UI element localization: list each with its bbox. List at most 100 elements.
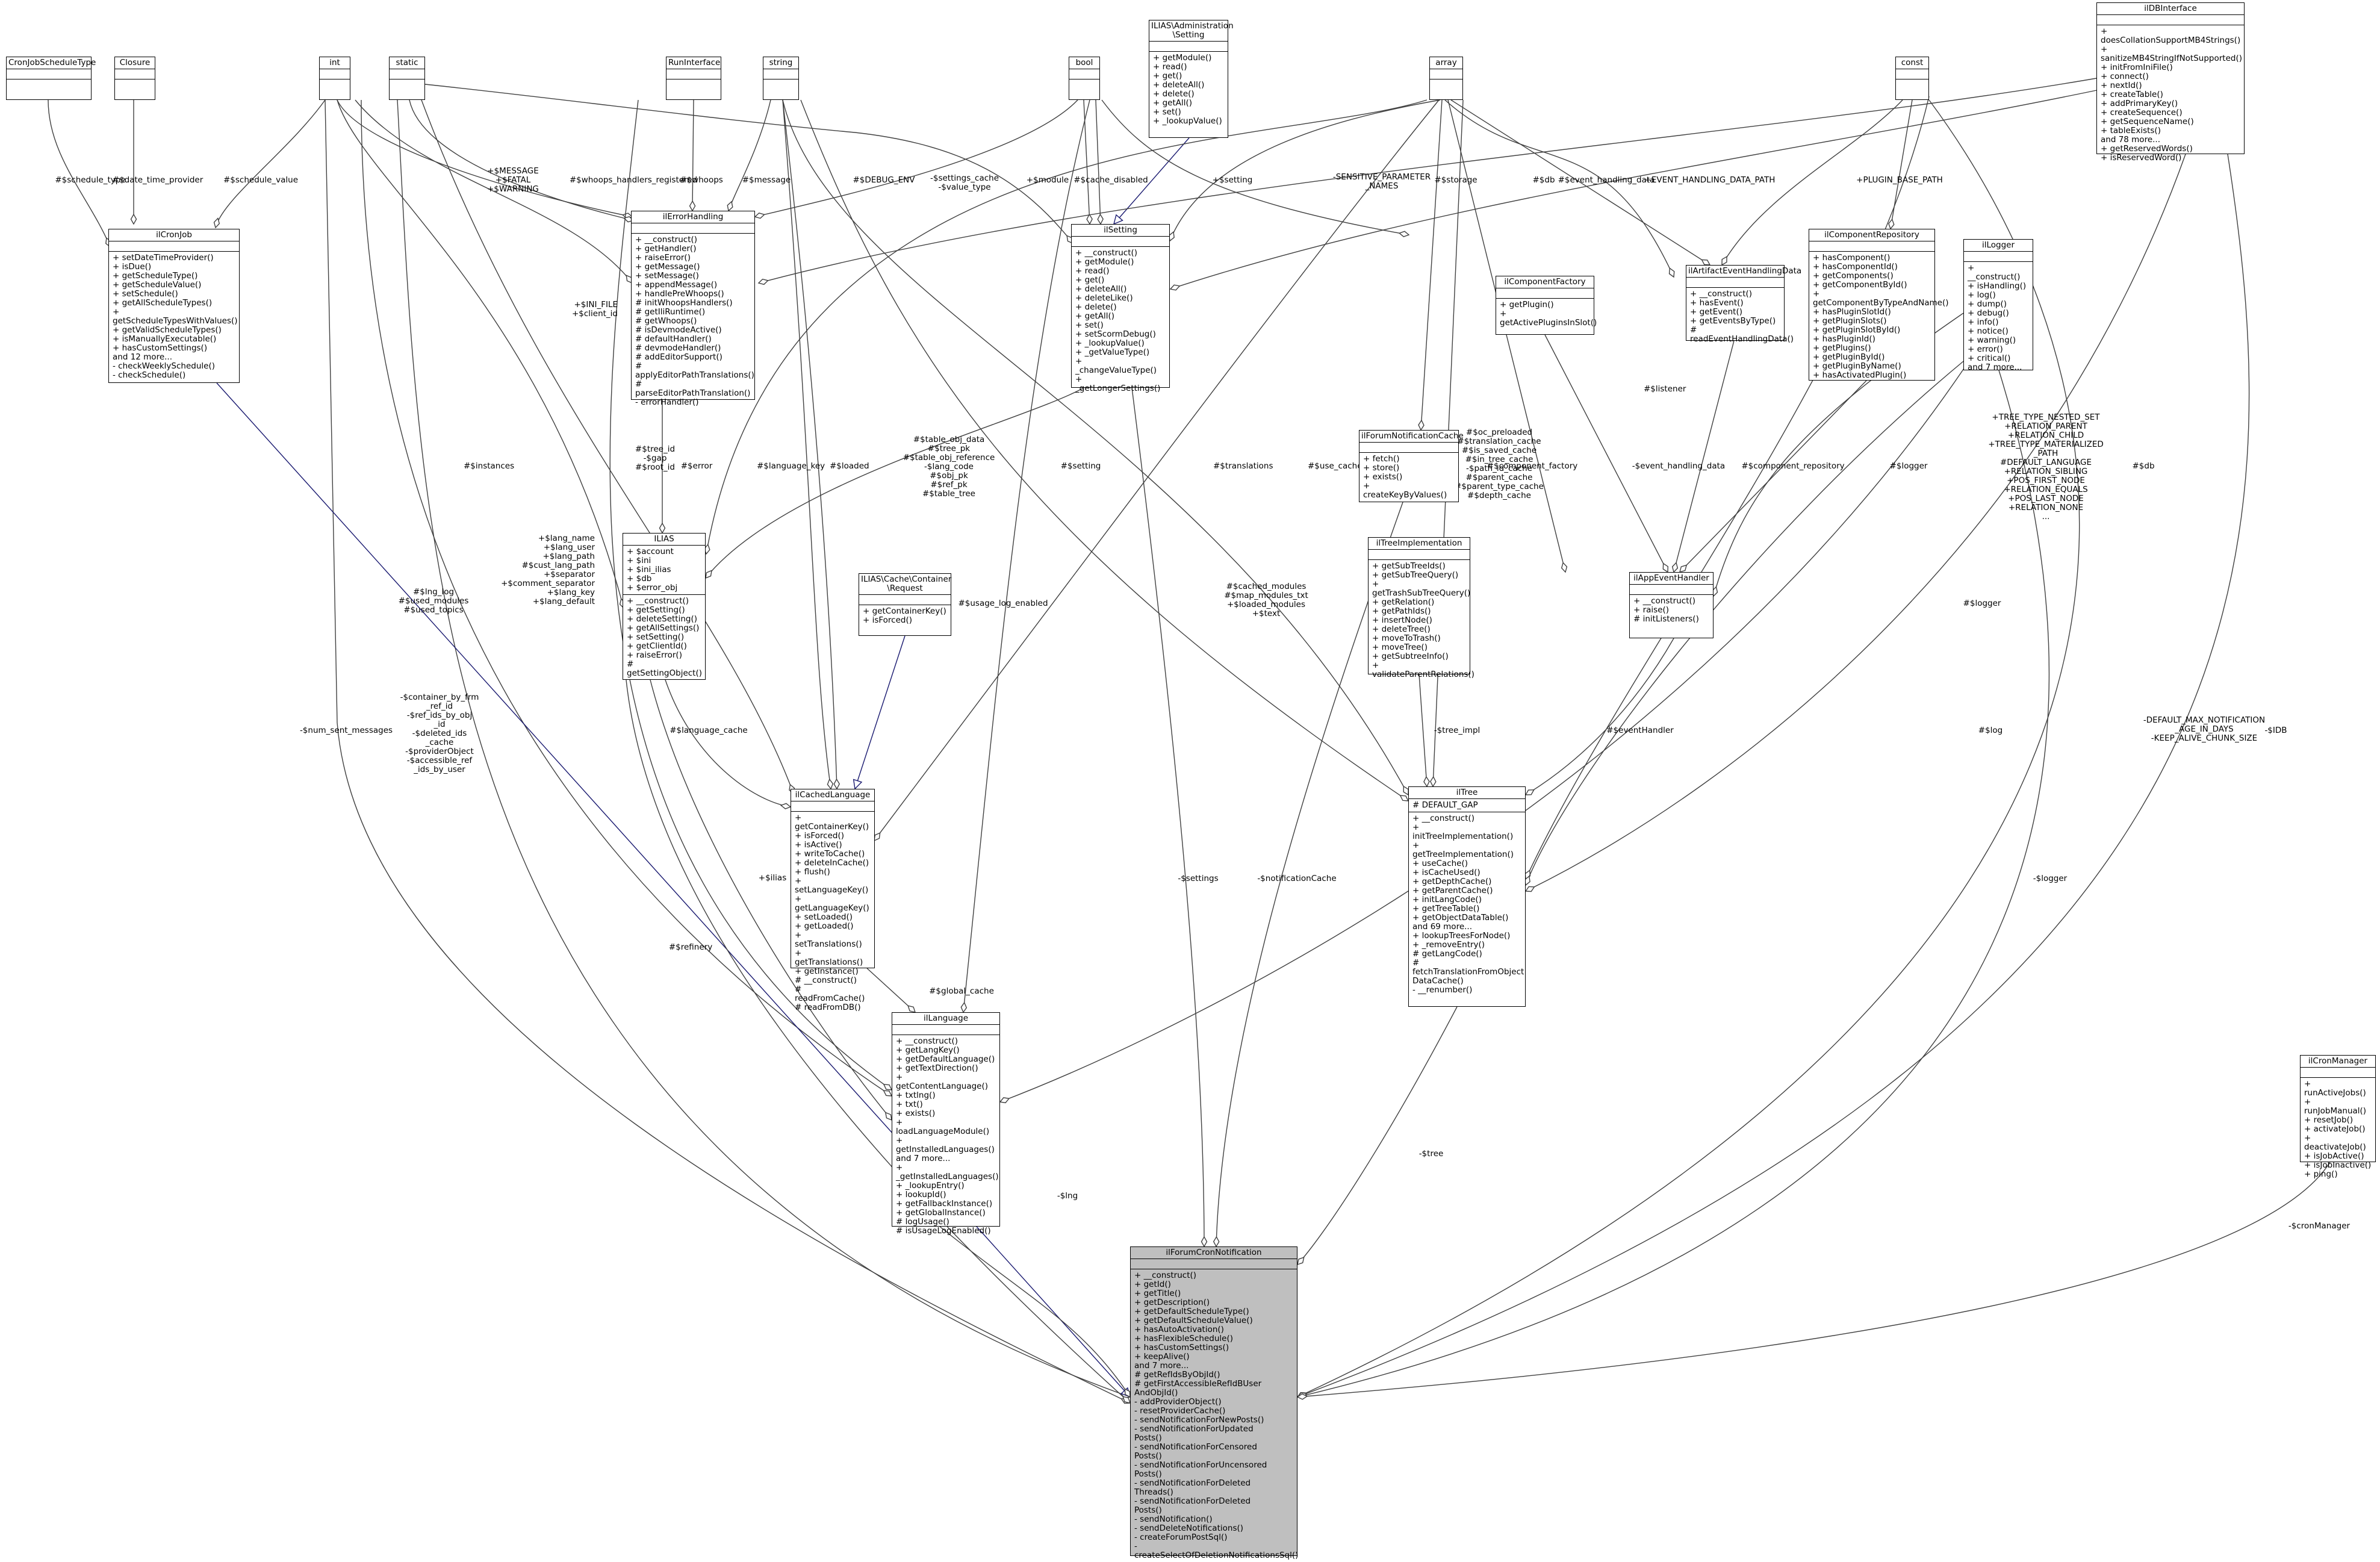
- aggregation-diamond: [727, 201, 733, 212]
- association-edge: [355, 99, 633, 284]
- edge-label-logger2: #$logger: [1963, 599, 2001, 608]
- association-edge: [1297, 154, 2250, 1398]
- edge-label-storage: #$storage: [1434, 175, 1477, 185]
- aggregation-diamond: [1423, 776, 1430, 788]
- class-box-il-cron-manager[interactable]: ilCronManager+ runActiveJobs() + runJobM…: [2300, 1055, 2376, 1179]
- class-attributes: [2301, 1068, 2375, 1078]
- association-edge: [692, 99, 694, 211]
- class-title: ilLanguage: [892, 1013, 999, 1025]
- class-operations: [7, 79, 91, 89]
- aggregation-diamond: [757, 278, 769, 285]
- edge-label-event-handling-data: #$event_handling_data: [1558, 175, 1655, 185]
- class-box-il-dbinterface[interactable]: ilDBInterface+ doesCollationSupportMB4St…: [2096, 2, 2245, 163]
- class-operations: + getContainerKey() + isForced(): [863, 606, 946, 625]
- association-edge: [1297, 1162, 2331, 1398]
- aggregation-diamond: [883, 1090, 893, 1097]
- class-box-il-component-factory[interactable]: ilComponentFactory+ getPlugin() + getAct…: [1496, 276, 1597, 335]
- aggregation-diamond: [1721, 255, 1727, 266]
- class-box-il-component-repository[interactable]: ilComponentRepository+ hasComponent() + …: [1809, 229, 1949, 381]
- association-edge: [609, 99, 892, 1091]
- class-box-il-artifact-event-handling-data[interactable]: ilArtifactEventHandlingData+ __construct…: [1686, 265, 1801, 344]
- association-edge: [1095, 99, 1101, 225]
- association-edge: [421, 99, 794, 794]
- class-title: ilForumNotificationCache: [1359, 431, 1464, 443]
- class-box-il-error-handling[interactable]: ilErrorHandling+ __construct() + getHand…: [631, 211, 755, 407]
- edge-label-ilias: +$ilias: [759, 873, 786, 883]
- association-edge: [337, 99, 633, 217]
- class-box-cron-job-schedule-type[interactable]: CronJobScheduleType: [6, 57, 96, 100]
- class-title: ILIAS: [623, 534, 705, 546]
- class-box-array[interactable]: array: [1429, 57, 1463, 100]
- association-edge: [1890, 99, 1913, 229]
- aggregation-diamond: [1561, 562, 1568, 573]
- class-operations: [666, 79, 721, 89]
- class-title: ILIAS\Administration \Setting: [1149, 20, 1234, 42]
- association-edge: [1447, 99, 1566, 573]
- aggregation-diamond: [1418, 419, 1425, 431]
- class-box-ilias[interactable]: ILIAS+ $account + $ini + $ini_ilias + $d…: [623, 533, 706, 680]
- aggregation-diamond: [833, 778, 840, 790]
- class-title: ilAppEventHandler: [1630, 573, 1713, 585]
- class-operations: + runActiveJobs() + runJobManual() + res…: [2304, 1079, 2372, 1179]
- aggregation-diamond: [754, 212, 765, 219]
- class-attributes: [390, 69, 424, 79]
- edge-label-ini-file: +$INI_FILE+$client_id: [572, 300, 618, 319]
- edge-label-loaded: #$loaded: [830, 461, 869, 471]
- class-title: ilSetting: [1072, 225, 1169, 237]
- class-attributes: + $account + $ini + $ini_ilias + $db + $…: [623, 546, 705, 595]
- class-box-il-forum-notification-cache[interactable]: ilForumNotificationCache + fetch() + stor…: [1359, 430, 1464, 502]
- association-edge: [337, 99, 624, 609]
- class-box-il-logger[interactable]: ilLogger+ __construct() + isHandling() +…: [1963, 239, 2033, 372]
- class-operations: + getSubTreeIds() + getSubTreeQuery() + …: [1372, 561, 1474, 679]
- class-box-int[interactable]: int: [319, 57, 350, 100]
- class-box-il-forum-cron-notification[interactable]: ilForumCronNotification+ __construct() +…: [1130, 1246, 1298, 1560]
- class-box-string[interactable]: string: [763, 57, 799, 100]
- class-box-bool[interactable]: bool: [1069, 57, 1100, 100]
- class-box-il-cron-job[interactable]: ilCronJob+ setDateTimeProvider() + isDue…: [108, 229, 240, 383]
- class-title: ilTreeImplementation: [1369, 538, 1470, 550]
- class-box-il-cached-language[interactable]: ilCachedLanguage+ getContainerKey() + is…: [791, 789, 875, 1012]
- edge-label-message: #$message: [742, 175, 791, 185]
- edge-label-default-max: -DEFAULT_MAX_NOTIFICATION_AGE_IN_DAYS-KE…: [2143, 715, 2265, 743]
- inheritance-arrow: [1113, 137, 1190, 225]
- class-box-il-language[interactable]: ilLanguage + __construct() + getLangKey()…: [892, 1012, 1000, 1236]
- class-attributes: [1359, 443, 1458, 453]
- class-box-cache-request[interactable]: ILIAS\Cache\Container \Request + getConta…: [859, 573, 951, 636]
- class-operations: + __construct() + getHandler() + raiseEr…: [635, 235, 754, 407]
- class-box-run-interface[interactable]: RunInterface: [666, 57, 721, 100]
- association-edge: [424, 84, 1073, 244]
- class-box-il-setting[interactable]: ilSetting+ __construct() + getModule() +…: [1071, 224, 1170, 393]
- aggregation-diamond: [1524, 886, 1535, 892]
- class-operations: + fetch() + store() + exists() + createK…: [1363, 454, 1447, 500]
- association-edge: [1525, 361, 1964, 886]
- diagram-edges: [48, 78, 2331, 1404]
- edge-label-language-cache: #$language_cache: [670, 726, 747, 735]
- association-edge: [48, 99, 111, 247]
- edge-label-notification-cache: -$notificationCache: [1257, 874, 1336, 883]
- edge-label-lang-name: +$lang_name+$lang_user+$lang_path#$cust_…: [501, 534, 595, 606]
- class-operations: + __construct() + getLangKey() + getDefa…: [896, 1036, 999, 1236]
- class-title: ILIAS\Cache\Container \Request: [859, 574, 951, 595]
- edge-label-refinery: #$refinery: [669, 942, 712, 952]
- class-box-il-app-event-handler[interactable]: ilAppEventHandler+ __construct() + raise…: [1629, 572, 1714, 638]
- class-title: ilTree: [1409, 787, 1525, 799]
- edge-label-sensitive-params: -SENSITIVE_PARAMETER_NAMES: [1333, 172, 1431, 191]
- class-box-il-tree[interactable]: ilTree# DEFAULT_GAP+ __construct() + ini…: [1408, 786, 1526, 1007]
- class-box-const[interactable]: const: [1895, 57, 1929, 100]
- class-attributes: [1072, 237, 1169, 247]
- association-edge: [1673, 340, 1735, 573]
- edge-label-use-cache: #$use_cache: [1308, 461, 1362, 471]
- class-box-closure[interactable]: Closure: [114, 57, 155, 100]
- class-box-static[interactable]: static: [389, 57, 425, 100]
- edge-label-event-handling-data2: -$event_handling_data: [1632, 461, 1725, 471]
- class-box-admin-setting[interactable]: ILIAS\Administration \Setting+ getModule…: [1149, 20, 1234, 138]
- aggregation-diamond: [1679, 564, 1688, 573]
- association-edge: [1418, 674, 1428, 787]
- edge-label-component-repository: #$component_repository: [1741, 461, 1844, 471]
- class-box-il-tree-implementation[interactable]: ilTreeImplementation + getSubTreeIds() + …: [1368, 537, 1474, 679]
- association-edge: [1525, 638, 1674, 795]
- class-title: string: [763, 57, 798, 69]
- class-operations: [115, 79, 155, 89]
- edge-label-logger-minus: -$logger: [2033, 874, 2068, 883]
- edge-label-usage-log-enabled: #$usage_log_enabled: [958, 599, 1048, 608]
